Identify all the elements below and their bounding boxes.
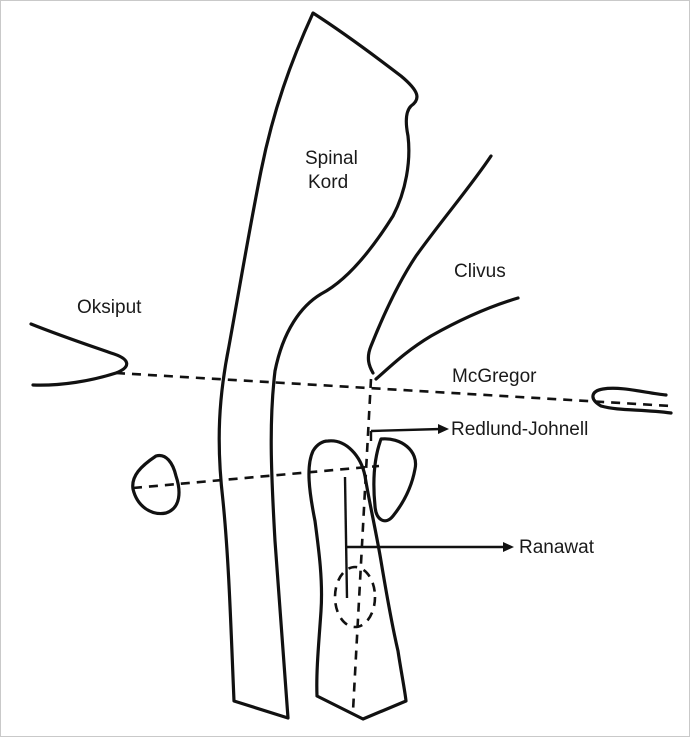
redlund-johnell-arrow-line bbox=[371, 429, 441, 431]
label-kord: Kord bbox=[308, 171, 348, 194]
lateral-mass-right bbox=[374, 439, 416, 521]
ranawat-vertical bbox=[345, 477, 347, 598]
label-clivus: Clivus bbox=[454, 260, 506, 283]
label-spinal: Spinal bbox=[305, 147, 358, 170]
occiput-left bbox=[31, 324, 127, 385]
axis-odontoid bbox=[309, 441, 406, 719]
redlund-johnell-arrowhead bbox=[438, 424, 449, 434]
label-redlund-johnell: Redlund-Johnell bbox=[451, 418, 588, 441]
dens-oval bbox=[335, 567, 375, 627]
spinal-cord-outline bbox=[219, 13, 417, 718]
label-ranawat: Ranawat bbox=[519, 536, 594, 559]
redlund-johnell-vertical bbox=[353, 379, 371, 711]
label-occiput: Oksiput bbox=[77, 296, 141, 319]
ranawat-horizontal bbox=[133, 466, 379, 488]
label-mcgregor: McGregor bbox=[452, 365, 536, 388]
occiput-right-loop bbox=[593, 388, 671, 413]
ranawat-arrowhead bbox=[503, 542, 514, 552]
mcgregor-line bbox=[116, 373, 671, 406]
